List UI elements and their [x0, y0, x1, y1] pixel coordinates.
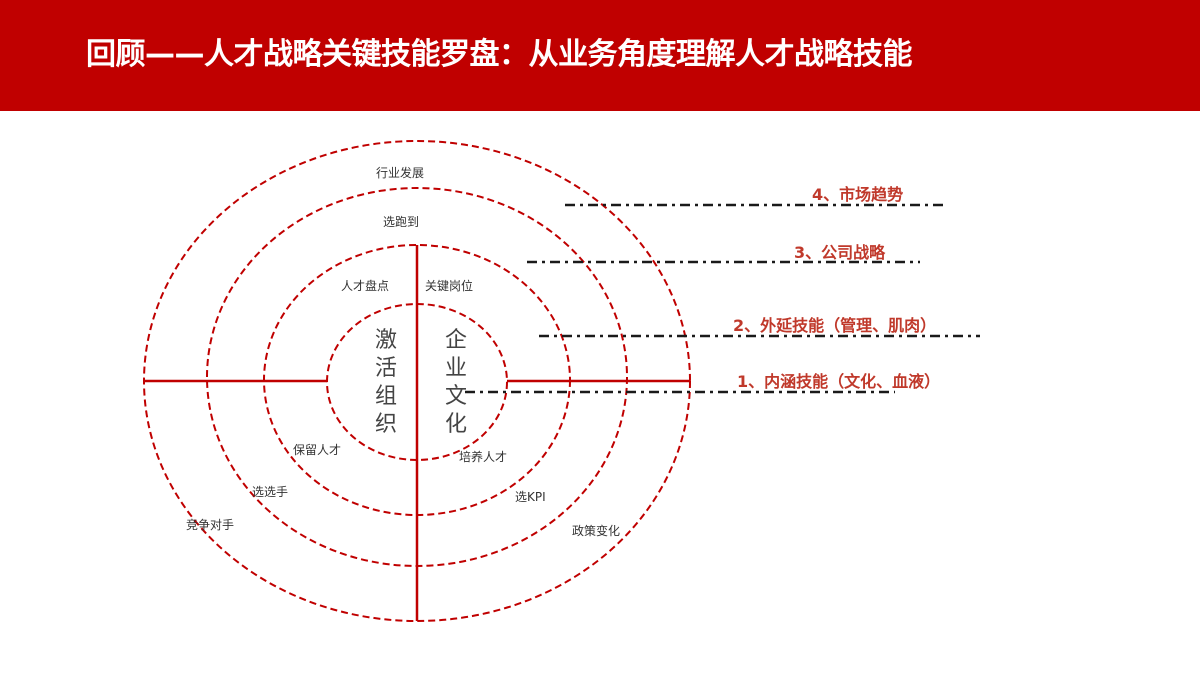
label-select-kpi: 选KPI — [515, 490, 546, 504]
label-industry-development: 行业发展 — [376, 166, 425, 180]
title-banner: 回顾——人才战略关键技能罗盘：从业务角度理解人才战略技能 — [0, 0, 1200, 111]
label-xuan-pao-dao: 选跑到 — [383, 215, 420, 229]
core-corporate-culture: 企 业 文 化 — [443, 327, 469, 439]
layer-label-market-trends: 4、市场趋势 — [812, 185, 904, 204]
layer-label-intrinsic-skills: 1、内涵技能（文化、血液） — [737, 372, 941, 391]
core-char: 化 — [444, 412, 467, 437]
core-char: 组 — [374, 384, 397, 409]
core-char: 激 — [374, 328, 397, 353]
label-retain-talent: 保留人才 — [293, 443, 342, 457]
core-char: 文 — [444, 384, 467, 409]
label-policy-changes: 政策变化 — [572, 524, 621, 538]
label-competitors: 竞争对手 — [186, 518, 235, 532]
core-char: 织 — [374, 412, 397, 437]
core-char: 业 — [444, 356, 467, 381]
label-develop-talent: 培养人才 — [459, 450, 508, 464]
label-key-positions: 关键岗位 — [425, 279, 474, 293]
page-title: 回顾——人才战略关键技能罗盘：从业务角度理解人才战略技能 — [86, 37, 913, 72]
label-select-players: 选选手 — [252, 485, 289, 499]
core-char: 活 — [374, 356, 397, 381]
layer-label-company-strategy: 3、公司战略 — [794, 243, 886, 262]
layer-label-extended-skills: 2、外延技能（管理、肌肉） — [733, 316, 937, 335]
core-char: 企 — [444, 328, 467, 353]
label-talent-inventory: 人才盘点 — [341, 279, 390, 293]
core-activate-organization: 激 活 组 织 — [373, 327, 399, 439]
